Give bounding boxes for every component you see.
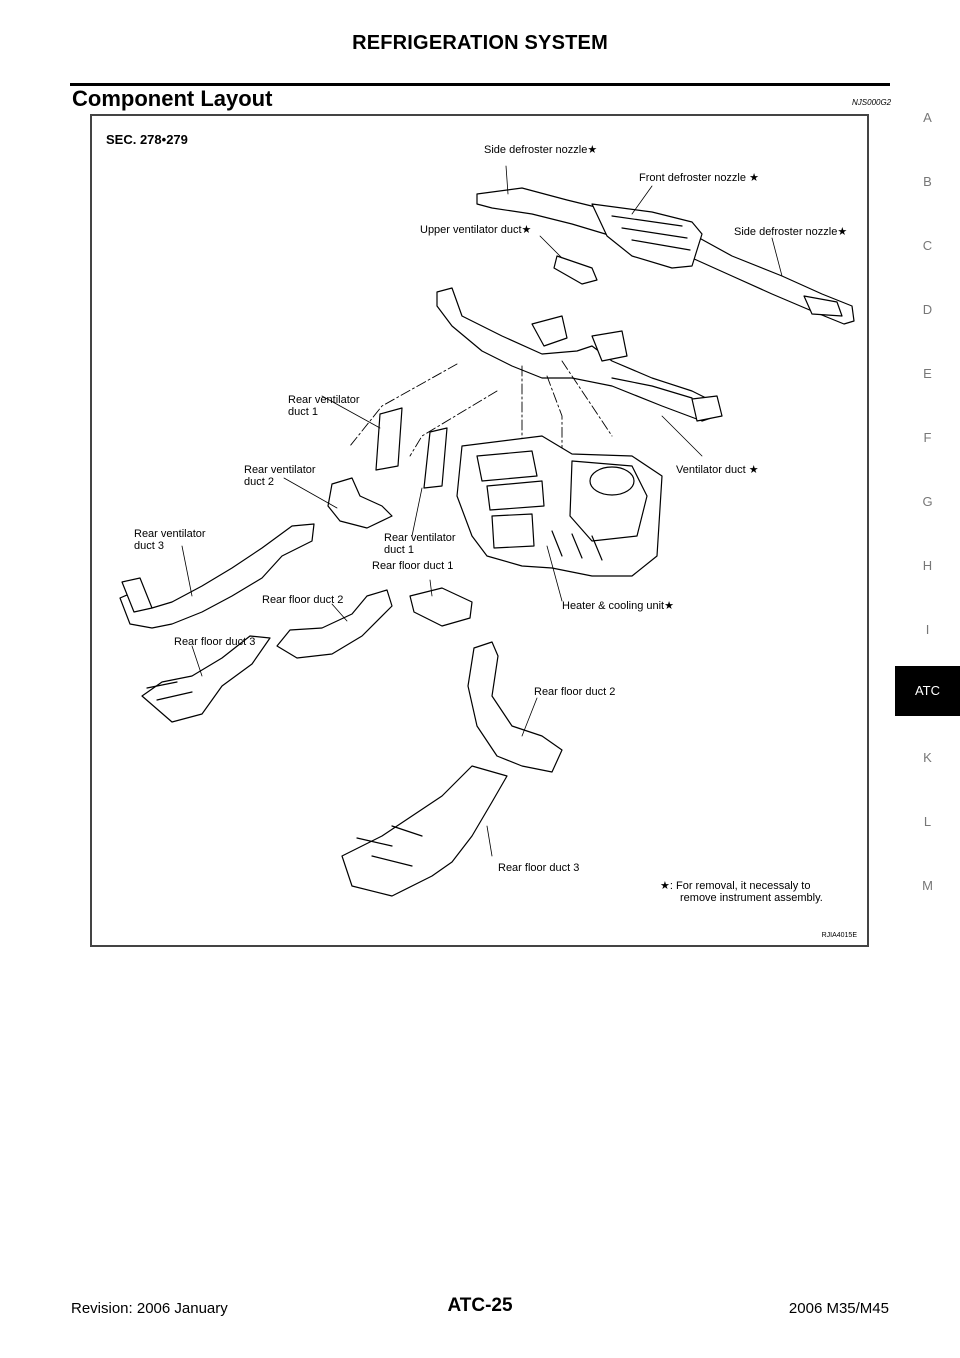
footer-model: 2006 M35/M45 [788,1300,889,1317]
header-rule [70,83,890,86]
side-index-letter-l[interactable]: L [923,814,932,829]
label-rear-floor-duct-1: Rear floor duct 1 [372,560,454,572]
label-upper-ventilator-duct: Upper ventilator duct★ [420,224,532,236]
side-index-letter-d[interactable]: D [922,302,933,317]
side-index-letter-f[interactable]: F [923,430,932,445]
removal-star-icon: ★ [748,464,759,476]
removal-star-icon: ★ [660,880,670,892]
rear-ventilator-ducts-drawing [119,407,448,629]
removal-star-icon: ★ [587,144,598,156]
removal-note: ★: For removal, it necessaly to remove i… [660,880,823,904]
rear-floor-ducts-lower-drawing [341,641,563,897]
side-index-letter-c[interactable]: C [922,238,933,253]
removal-star-icon: ★ [521,224,532,236]
leader-lines [181,165,783,857]
footer-revision: Revision: 2006 January [71,1300,228,1317]
side-index-letter-a[interactable]: A [923,110,932,125]
label-rear-floor-duct-2-upper: Rear floor duct 2 [262,594,344,606]
component-layout-figure: SEC. 278•279 Side defroster nozzle★ Fron… [90,114,869,947]
side-index-letter-b[interactable]: B [923,174,932,189]
removal-star-icon: ★ [837,226,848,238]
section-code: NJS000G2 [852,98,892,107]
duct-illustration [119,165,855,897]
section-reference: SEC. 278•279 [106,132,188,147]
side-index-letter-k[interactable]: K [923,750,932,765]
ventilator-duct-drawing [436,287,723,422]
figure-id: RJIA4015E [821,932,857,939]
footer-page-number: ATC-25 [447,1295,513,1316]
removal-star-icon: ★ [749,172,759,184]
heater-cooling-unit-drawing [456,435,663,577]
side-index-letter-m[interactable]: M [922,878,933,893]
side-index-letter-i[interactable]: I [925,622,930,637]
page-header-title: REFRIGERATION SYSTEM [352,32,608,54]
side-index-letter-h[interactable]: H [922,558,933,573]
label-rear-floor-duct-2-lower: Rear floor duct 2 [534,686,616,698]
label-rear-floor-duct-3-upper: Rear floor duct 3 [174,636,256,648]
label-ventilator-duct: Ventilator duct ★ [676,464,759,476]
removal-star-icon: ★ [664,600,674,612]
label-front-defroster-nozzle: Front defroster nozzle ★ [639,172,759,184]
label-rear-floor-duct-3-lower: Rear floor duct 3 [498,862,580,874]
label-side-defroster-nozzle-right: Side defroster nozzle★ [734,226,848,238]
side-index-letter-e[interactable]: E [923,366,932,381]
section-title: Component Layout [72,86,273,111]
side-index-letter-g[interactable]: G [922,494,933,509]
rear-floor-ducts-upper-drawing [141,587,473,723]
label-side-defroster-nozzle-left: Side defroster nozzle★ [484,144,598,156]
label-heater-cooling-unit: Heater & cooling unit★ [562,600,674,612]
side-index-tab-atc[interactable]: ATC [895,666,960,716]
defroster-nozzle-drawing [476,187,855,325]
